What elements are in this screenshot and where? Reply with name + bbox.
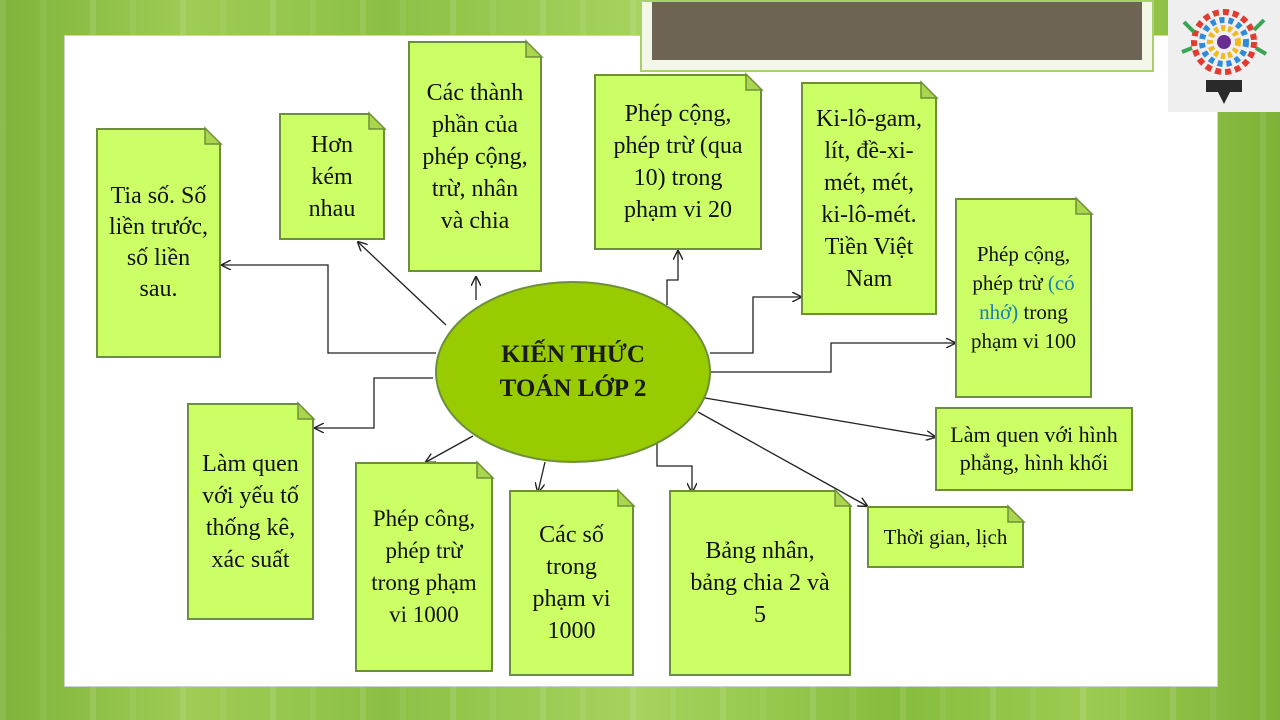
- node-hon-kem: Hơn kém nhau: [279, 113, 385, 240]
- node-cong-tru-1000: Phép công, phép trừ trong phạm vi 1000: [355, 462, 493, 672]
- link-hinh-phang: [704, 397, 935, 437]
- node-cong-tru-100-pre: Phép cộng, phép trừ: [972, 242, 1071, 295]
- node-hon-kem-text: Hơn kém nhau: [308, 131, 356, 222]
- node-tia-so: Tia số. Số liền trước, số liền sau.: [96, 128, 221, 358]
- link-cong-tru-1000: [426, 435, 474, 462]
- link-ki-lo-gam: [710, 297, 801, 354]
- node-cong-tru-1000-text: Phép công, phép trừ trong phạm vi 1000: [371, 506, 477, 627]
- link-cac-so: [538, 461, 546, 492]
- link-cong-tru-20: [666, 251, 678, 305]
- node-thoi-gian: Thời gian, lịch: [867, 506, 1024, 568]
- node-cong-tru-100: Phép cộng, phép trừ (có nhớ) trong phạm …: [955, 198, 1092, 398]
- logo: [1168, 0, 1280, 112]
- link-hon-kem: [358, 242, 447, 326]
- node-bang-nhan-text: Bảng nhân, bảng chia 2 và 5: [690, 538, 830, 628]
- center-ellipse: [435, 281, 711, 463]
- node-hinh-phang-text: Làm quen với hình phẳng, hình khối: [950, 422, 1118, 475]
- node-thong-ke-text: Làm quen với yếu tố thống kê, xác suất: [202, 450, 299, 573]
- node-bang-nhan: Bảng nhân, bảng chia 2 và 5: [669, 490, 851, 676]
- link-cong-tru-100: [710, 343, 955, 373]
- node-cong-tru-100-post: trong phạm vi 100: [971, 300, 1076, 353]
- node-cong-tru-20-text: Phép cộng, phép trừ (qua 10) trong phạm …: [613, 101, 743, 223]
- node-ki-lo-gam: Ki-lô-gam, lít, đề-xi-mét, mét, ki-lô-mé…: [801, 82, 937, 315]
- node-hinh-phang: Làm quen với hình phẳng, hình khối: [935, 407, 1133, 491]
- node-cong-tru-100-text: Phép cộng, phép trừ (có nhớ) trong phạm …: [965, 240, 1082, 356]
- center-title-line-1: KIẾN THỨC: [501, 341, 645, 368]
- node-thong-ke: Làm quen với yếu tố thống kê, xác suất: [187, 403, 314, 620]
- node-thanh-phan: Các thành phần của phép cộng, trừ, nhân …: [408, 41, 542, 272]
- link-bang-nhan: [656, 440, 692, 492]
- center-topic: KIẾN THỨC TOÁN LỚP 2: [436, 282, 710, 462]
- node-cac-so-1000: Các số trong phạm vi 1000: [509, 490, 634, 676]
- link-thong-ke: [315, 377, 433, 428]
- node-thoi-gian-text: Thời gian, lịch: [883, 525, 1008, 549]
- node-cong-tru-20: Phép cộng, phép trừ (qua 10) trong phạm …: [594, 74, 762, 250]
- node-thanh-phan-text: Các thành phần của phép cộng, trừ, nhân …: [422, 79, 528, 234]
- link-tia-so: [222, 265, 436, 354]
- head-gears-logo-icon: [1181, 9, 1268, 104]
- node-cong-tru-100-accent: (có nhớ): [979, 271, 1075, 324]
- node-tia-so-text: Tia số. Số liền trước, số liền sau.: [109, 183, 208, 302]
- title-placeholder: [652, 2, 1142, 60]
- center-title-line-2: TOÁN LỚP 2: [499, 375, 647, 402]
- node-ki-lo-gam-text: Ki-lô-gam, lít, đề-xi-mét, mét, ki-lô-mé…: [816, 105, 922, 292]
- title-placeholder-frame: [640, 0, 1154, 72]
- node-cac-so-1000-text: Các số trong phạm vi 1000: [532, 522, 611, 644]
